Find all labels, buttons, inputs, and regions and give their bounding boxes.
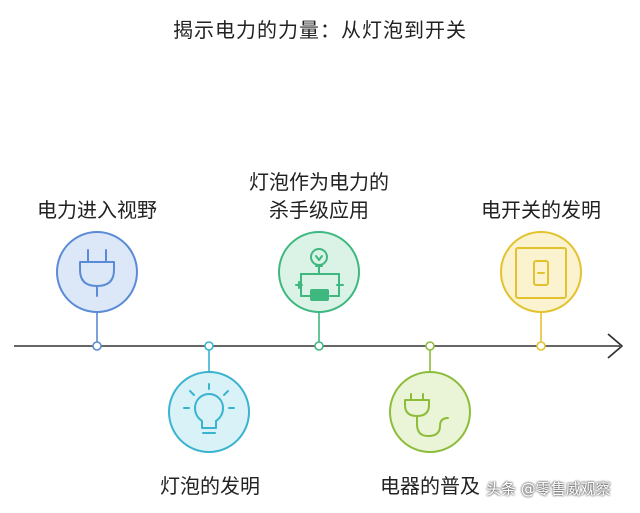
event-3-label-line-1: 灯泡作为电力的 <box>249 170 389 194</box>
event-3-label-line-2: 杀手级应用 <box>269 198 369 222</box>
event-5-label: 电开关的发明 <box>481 198 601 222</box>
event-2-label: 灯泡的发明 <box>160 474 260 498</box>
watermark: 头条 @零售威观察 <box>486 480 611 498</box>
switch-icon <box>515 247 567 299</box>
lightbulb-icon <box>183 383 235 434</box>
axis-dot-3 <box>314 341 324 351</box>
axis-dot-5 <box>536 341 546 351</box>
event-4-node <box>389 371 471 453</box>
appliance-plug-icon <box>404 393 449 437</box>
event-1-label: 电力进入视野 <box>37 198 157 222</box>
event-1-node <box>56 231 138 313</box>
event-4-label: 电器的普及 <box>380 474 480 498</box>
event-2-node <box>168 371 250 453</box>
bulb-battery-icon <box>295 248 344 301</box>
axis-dot-1 <box>92 341 102 351</box>
event-5-node <box>500 231 582 313</box>
event-3-node <box>278 231 360 313</box>
axis-dot-4 <box>425 341 435 351</box>
axis-dot-2 <box>204 341 214 351</box>
plug-icon <box>79 249 115 297</box>
page-title: 揭示电力的力量：从灯泡到开关 <box>173 18 467 42</box>
timeline-arrowhead <box>607 333 623 359</box>
